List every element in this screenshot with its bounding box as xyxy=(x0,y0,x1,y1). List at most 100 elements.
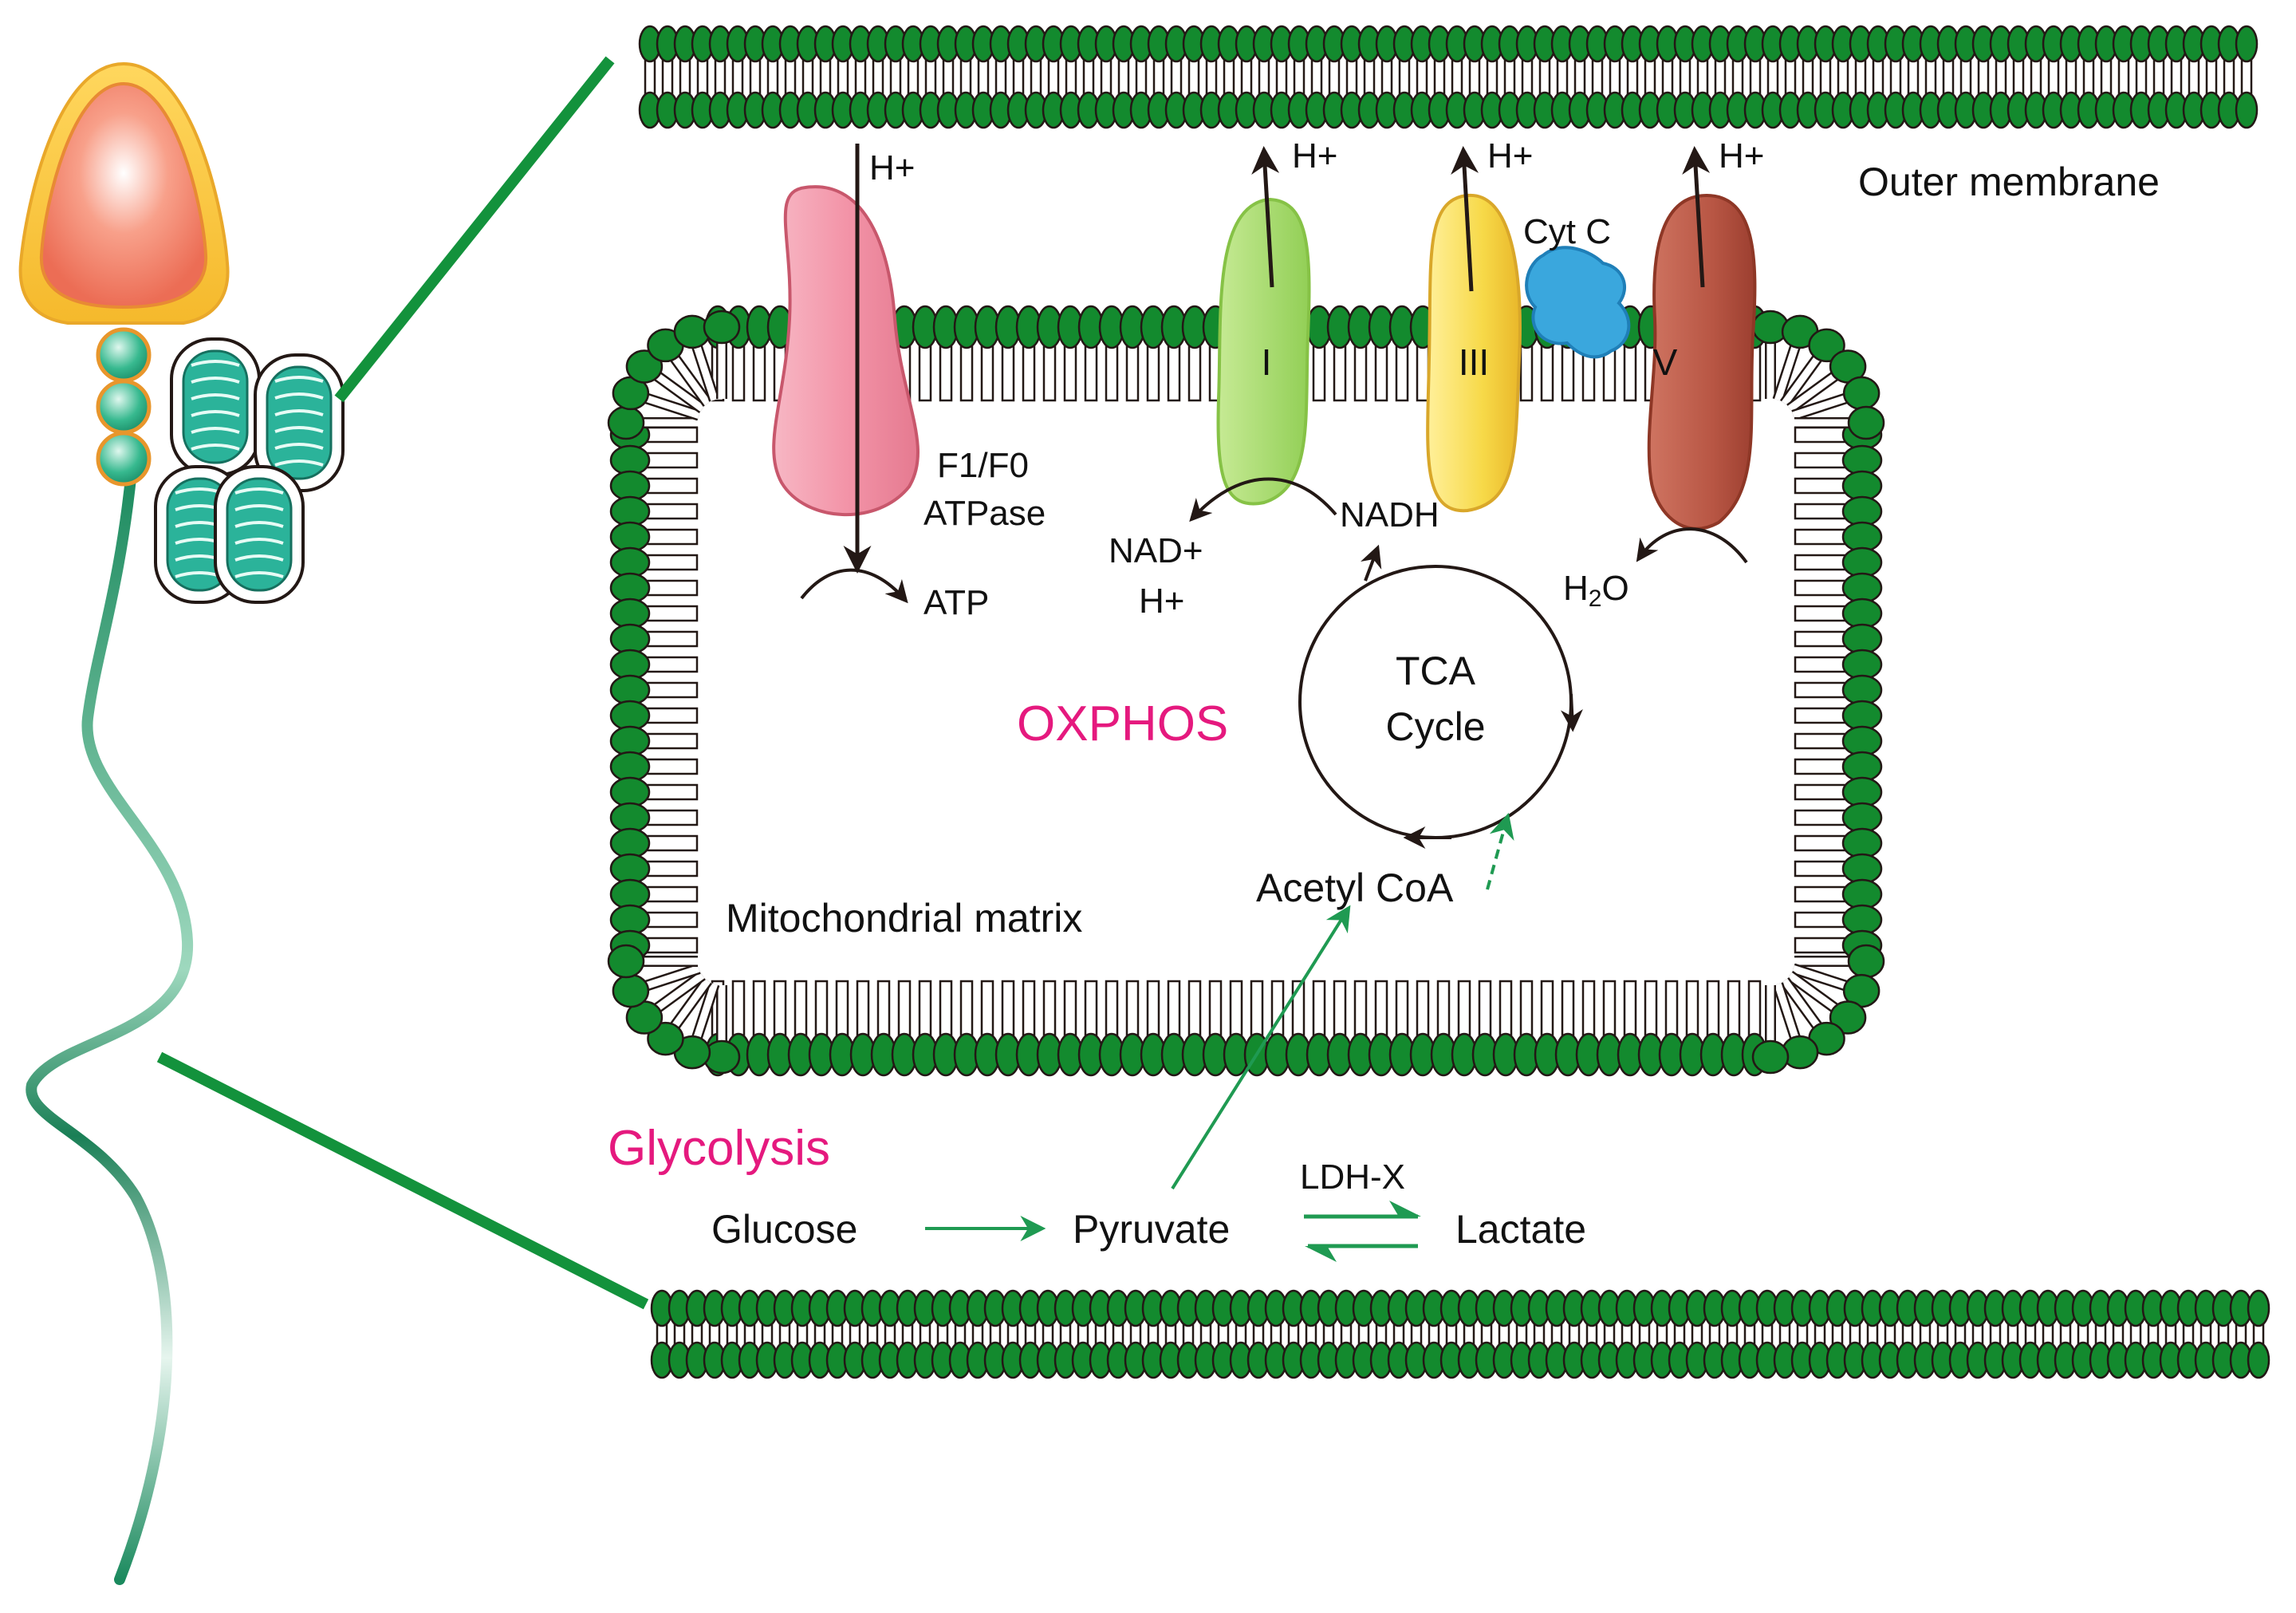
labels: Outer membrane Mitochondrial matrix OXPH… xyxy=(608,136,2160,1252)
inner-membrane-right xyxy=(1794,419,1883,961)
h2o-label: H2O xyxy=(1563,569,1629,612)
lipid-tail xyxy=(1591,55,1604,99)
h-plus-complex-i: H+ xyxy=(1292,136,1337,175)
inner-membrane-corner-br xyxy=(1751,944,1885,1075)
pyruvate-label: Pyruvate xyxy=(1073,1207,1230,1252)
lipid-tail xyxy=(1802,55,1814,99)
lipid-tail xyxy=(2205,55,2218,99)
lipid-head xyxy=(609,904,651,936)
sperm-cell xyxy=(18,61,345,1585)
lipid-tail xyxy=(819,55,832,99)
complex-v-label: V xyxy=(1653,341,1678,383)
lipid-tail xyxy=(2065,55,2077,99)
acetyl-coa-label: Acetyl CoA xyxy=(1256,866,1454,910)
lipid-tail xyxy=(1538,55,1551,99)
lipid-tail xyxy=(1223,55,1235,99)
mitochondrion xyxy=(254,353,345,492)
lipid-tail xyxy=(837,55,849,99)
lipid-tail xyxy=(1837,55,1849,99)
lipid-tail xyxy=(1433,55,1446,99)
lipid-tail xyxy=(1907,55,1920,99)
outer-membrane-label: Outer membrane xyxy=(1858,160,2160,204)
lipid-tail xyxy=(1872,55,1884,99)
lipid-head xyxy=(609,597,651,629)
tca-arrow-to-nadh xyxy=(1361,544,1382,582)
midpiece-bead xyxy=(96,327,152,383)
lipid-head xyxy=(609,827,651,859)
lipid-head xyxy=(1841,751,1883,783)
midpiece-bead xyxy=(96,431,152,487)
glycolysis-label: Glycolysis xyxy=(608,1121,830,1176)
inner-membrane-corner-bl xyxy=(607,944,741,1075)
crista xyxy=(191,377,240,384)
lipid-tail xyxy=(1451,55,1463,99)
lipid-head xyxy=(2247,1341,2270,1379)
lipid-tail xyxy=(784,55,797,99)
glucose-label: Glucose xyxy=(711,1207,857,1252)
ldh-label: LDH-X xyxy=(1300,1157,1405,1197)
lipid-tail xyxy=(1977,55,1990,99)
midpiece-bead xyxy=(96,379,152,435)
lipid-head xyxy=(609,700,651,732)
lipid-head xyxy=(1841,623,1883,655)
crista xyxy=(191,393,240,400)
lipid-head xyxy=(609,546,651,578)
lipid-tail xyxy=(924,55,937,99)
lipid-tail xyxy=(749,55,762,99)
lipid-tail xyxy=(731,55,744,99)
lipid-tail xyxy=(1310,55,1323,99)
lipid-head xyxy=(607,944,645,979)
h-plus-complex-v: H+ xyxy=(1719,136,1764,175)
mitochondrion xyxy=(214,465,305,604)
lipid-tail xyxy=(2135,55,2148,99)
lipid-head xyxy=(609,495,651,527)
lipid-tail xyxy=(1889,55,1902,99)
complex-i-label: I xyxy=(1262,341,1272,383)
lipid-tail xyxy=(1468,55,1481,99)
lipid-head xyxy=(1829,1000,1867,1035)
tca-label-line1: TCA xyxy=(1396,649,1476,693)
lipid-tail xyxy=(1380,55,1393,99)
tca-arrow-right xyxy=(1560,693,1583,732)
lipid-tail xyxy=(1503,55,1516,99)
zoom-line-bottom xyxy=(156,1051,649,1310)
water-formation-arrow xyxy=(1636,527,1748,564)
lipid-head xyxy=(1841,776,1883,808)
lipid-tail xyxy=(696,55,709,99)
lipid-tail xyxy=(2117,55,2130,99)
lipid-head xyxy=(609,802,651,834)
lipid-head xyxy=(1841,495,1883,527)
lipid-head xyxy=(1842,376,1881,411)
lipid-tail xyxy=(1995,55,2007,99)
crista xyxy=(234,571,284,578)
lipid-head xyxy=(1841,853,1883,885)
crista xyxy=(274,376,324,383)
lipid-tail xyxy=(1731,55,1744,99)
lipid-tail xyxy=(1187,55,1200,99)
cytochrome-c xyxy=(1525,246,1631,359)
lipid-tail xyxy=(1679,55,1691,99)
complex-iii-proton-arrow xyxy=(1451,146,1479,292)
lipid-tail xyxy=(1714,55,1727,99)
lipid-tail xyxy=(2152,55,2165,99)
lipid-head xyxy=(2235,91,2259,129)
tca-cycle-ring xyxy=(1298,565,1573,839)
lipid-head xyxy=(647,1021,684,1056)
lipid-head xyxy=(609,623,651,655)
mitochondria-cluster xyxy=(154,337,345,604)
lipid-head xyxy=(1841,878,1883,910)
crista xyxy=(274,443,324,450)
lipid-head xyxy=(1841,802,1883,834)
inner-membrane-corner-tr xyxy=(1751,310,1885,440)
reaction-arrows xyxy=(800,477,1748,604)
atp-synthesis-arrow xyxy=(800,568,908,604)
crista xyxy=(274,392,324,400)
acetyl-coa-to-tca-arrow xyxy=(1486,812,1514,890)
zoom-line-top xyxy=(334,56,615,403)
lipid-head xyxy=(625,349,664,384)
complex-iii xyxy=(1426,193,1522,513)
lipid-tail xyxy=(1696,55,1709,99)
lipid-tail xyxy=(1135,55,1148,99)
lipid-tail xyxy=(1573,55,1586,99)
